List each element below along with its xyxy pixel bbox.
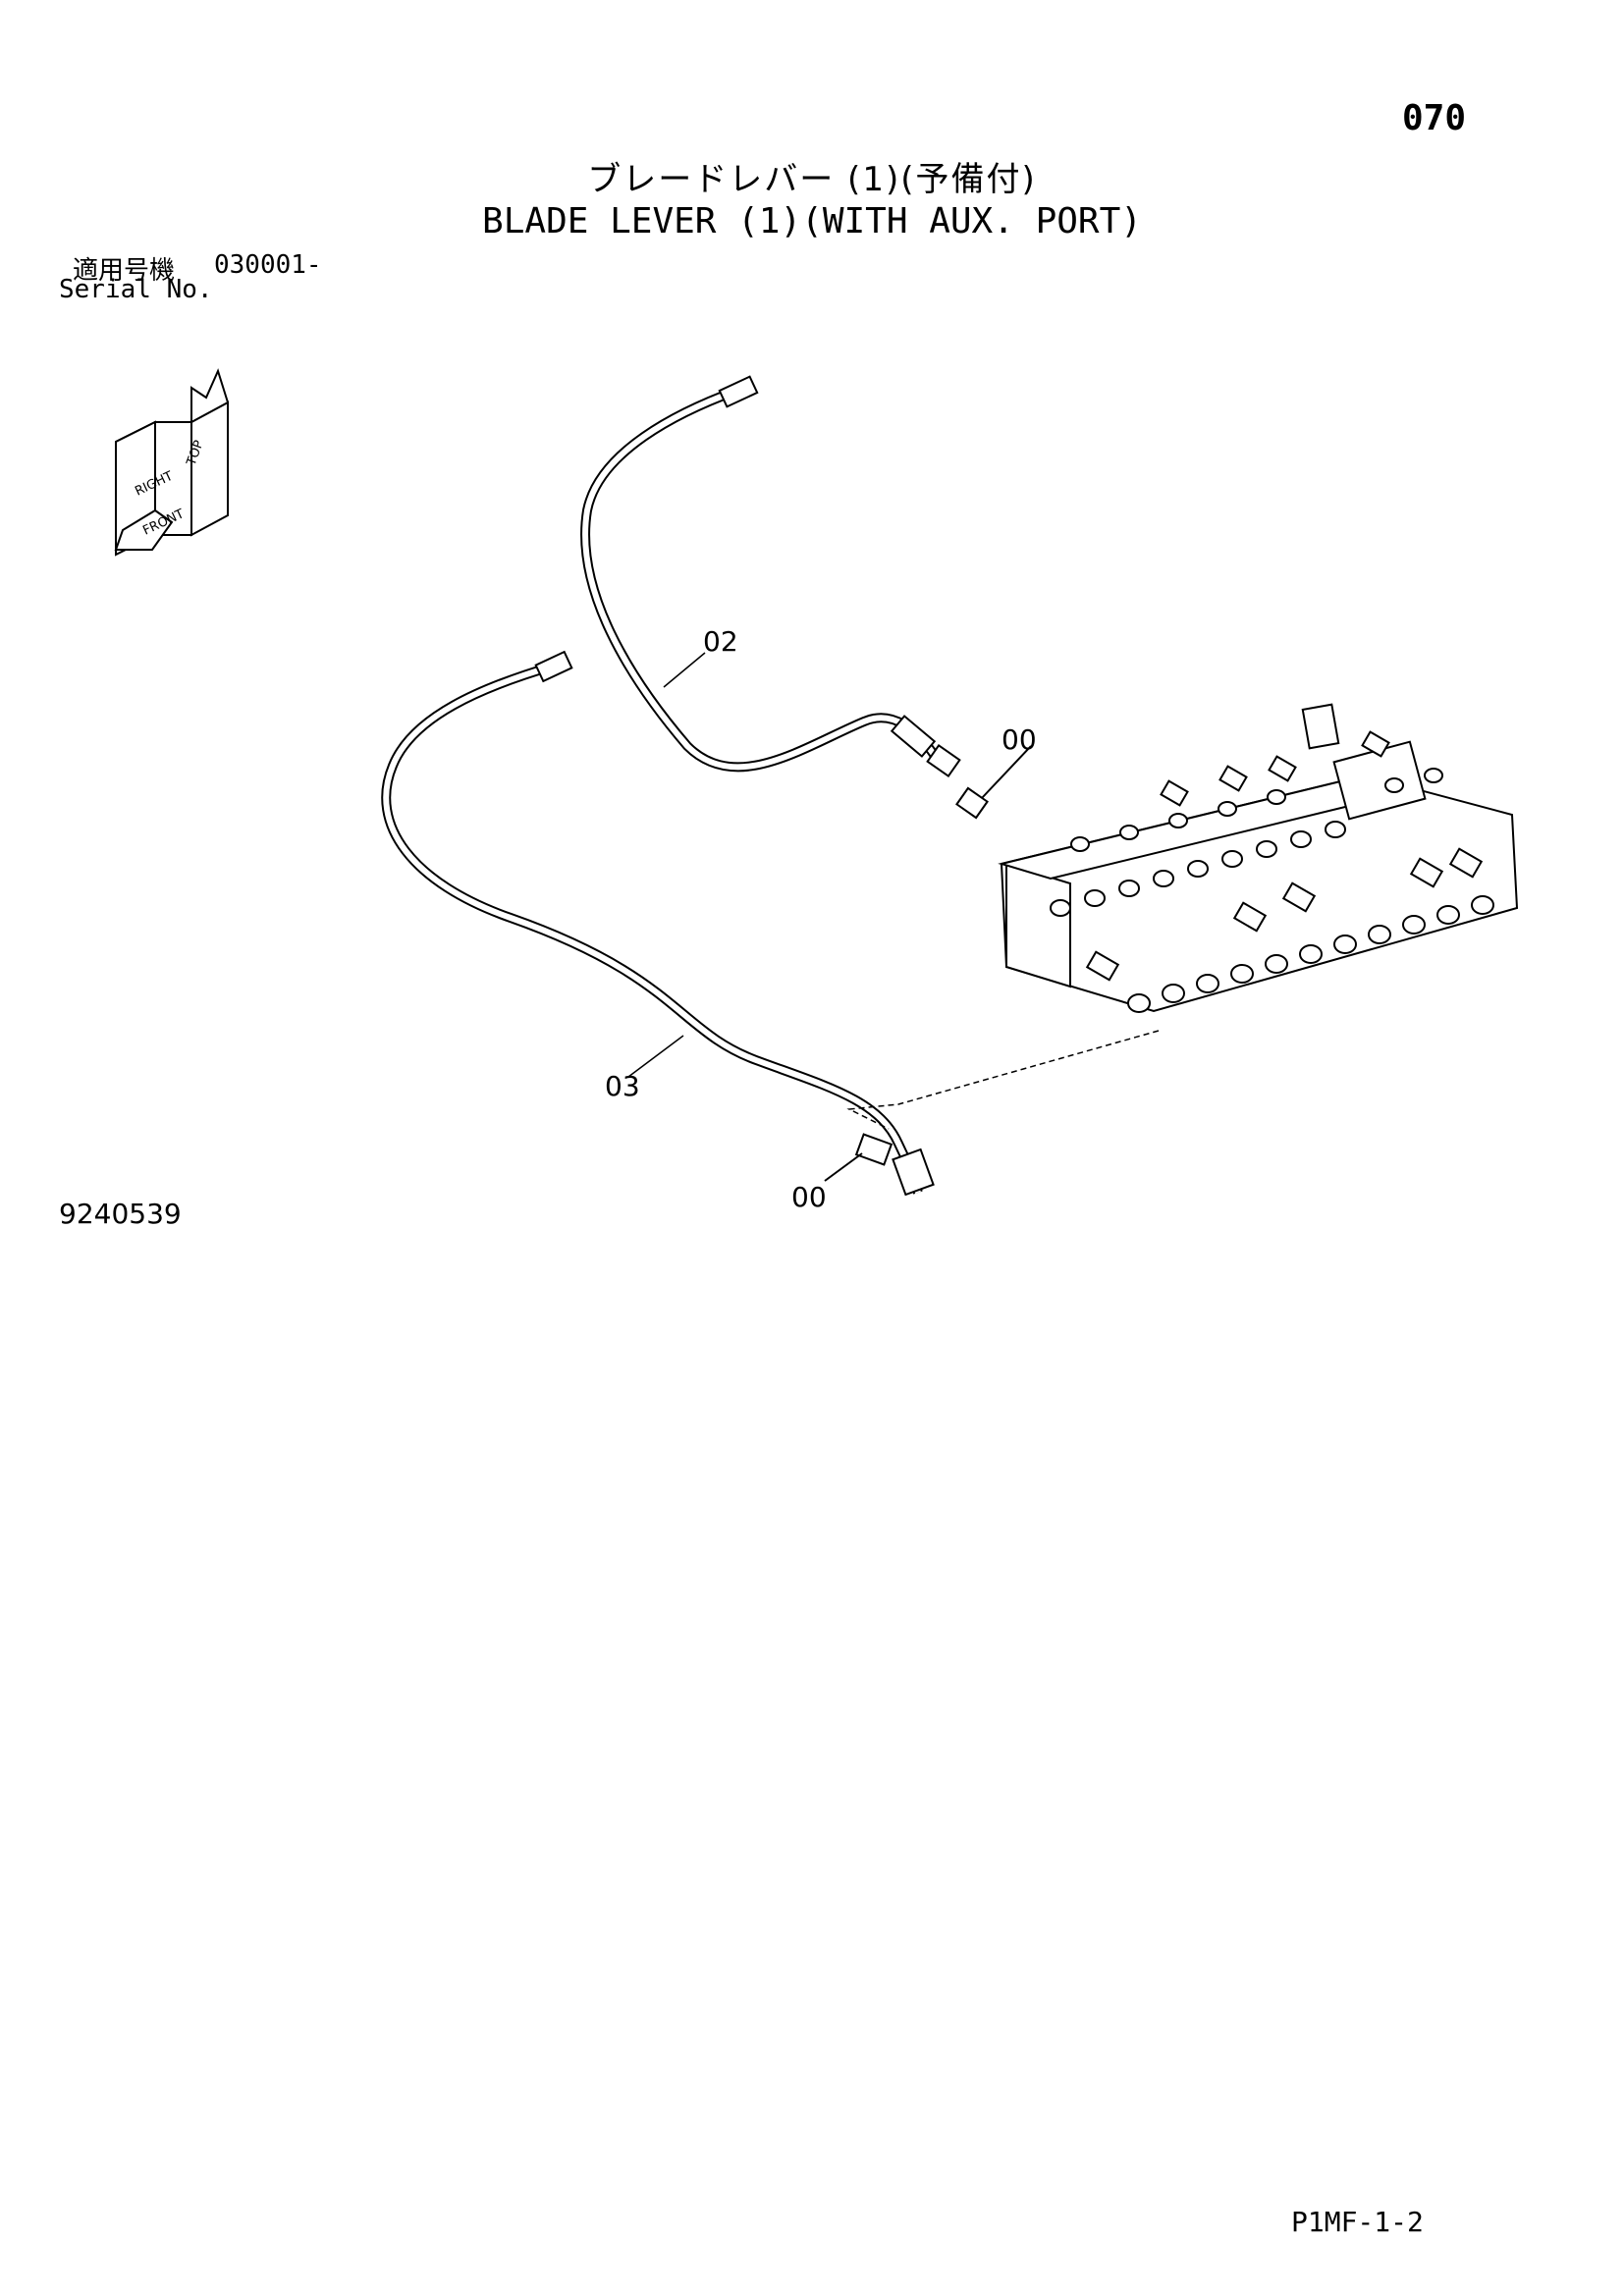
page-number: 070 bbox=[1402, 98, 1467, 138]
callout-hose-upper: 02 bbox=[703, 625, 738, 658]
serial-label-english: Serial No. bbox=[59, 275, 213, 304]
valve-ports bbox=[1050, 768, 1494, 1013]
hose-02 bbox=[580, 375, 940, 773]
control-valve-block bbox=[998, 703, 1519, 1013]
serial-value: 030001- bbox=[214, 250, 322, 280]
orientation-cube-icon: TOP RIGHT FRONT bbox=[114, 368, 230, 557]
callout-hose-lower: 03 bbox=[605, 1070, 640, 1102]
dashed-reference-line bbox=[846, 1030, 1160, 1130]
callout-leaders bbox=[627, 652, 706, 1078]
hose-03 bbox=[381, 650, 935, 1197]
serial-label-japanese: 適用号機 bbox=[73, 256, 176, 286]
valve-fittings bbox=[1085, 730, 1484, 982]
drawing-id: 9240539 bbox=[59, 1198, 182, 1230]
fitting-00-upper bbox=[926, 743, 1032, 820]
title-english: BLADE LEVER (1)(WITH AUX. PORT) bbox=[482, 201, 1142, 241]
callout-fitting-lower: 00 bbox=[791, 1181, 827, 1213]
sheet-code: P1MF-1-2 bbox=[1291, 2206, 1424, 2238]
title-japanese: ブレードレバー (1)(予備付) bbox=[587, 160, 1037, 199]
fitting-00-lower bbox=[824, 1133, 893, 1182]
callout-fitting-upper: 00 bbox=[1001, 723, 1037, 756]
